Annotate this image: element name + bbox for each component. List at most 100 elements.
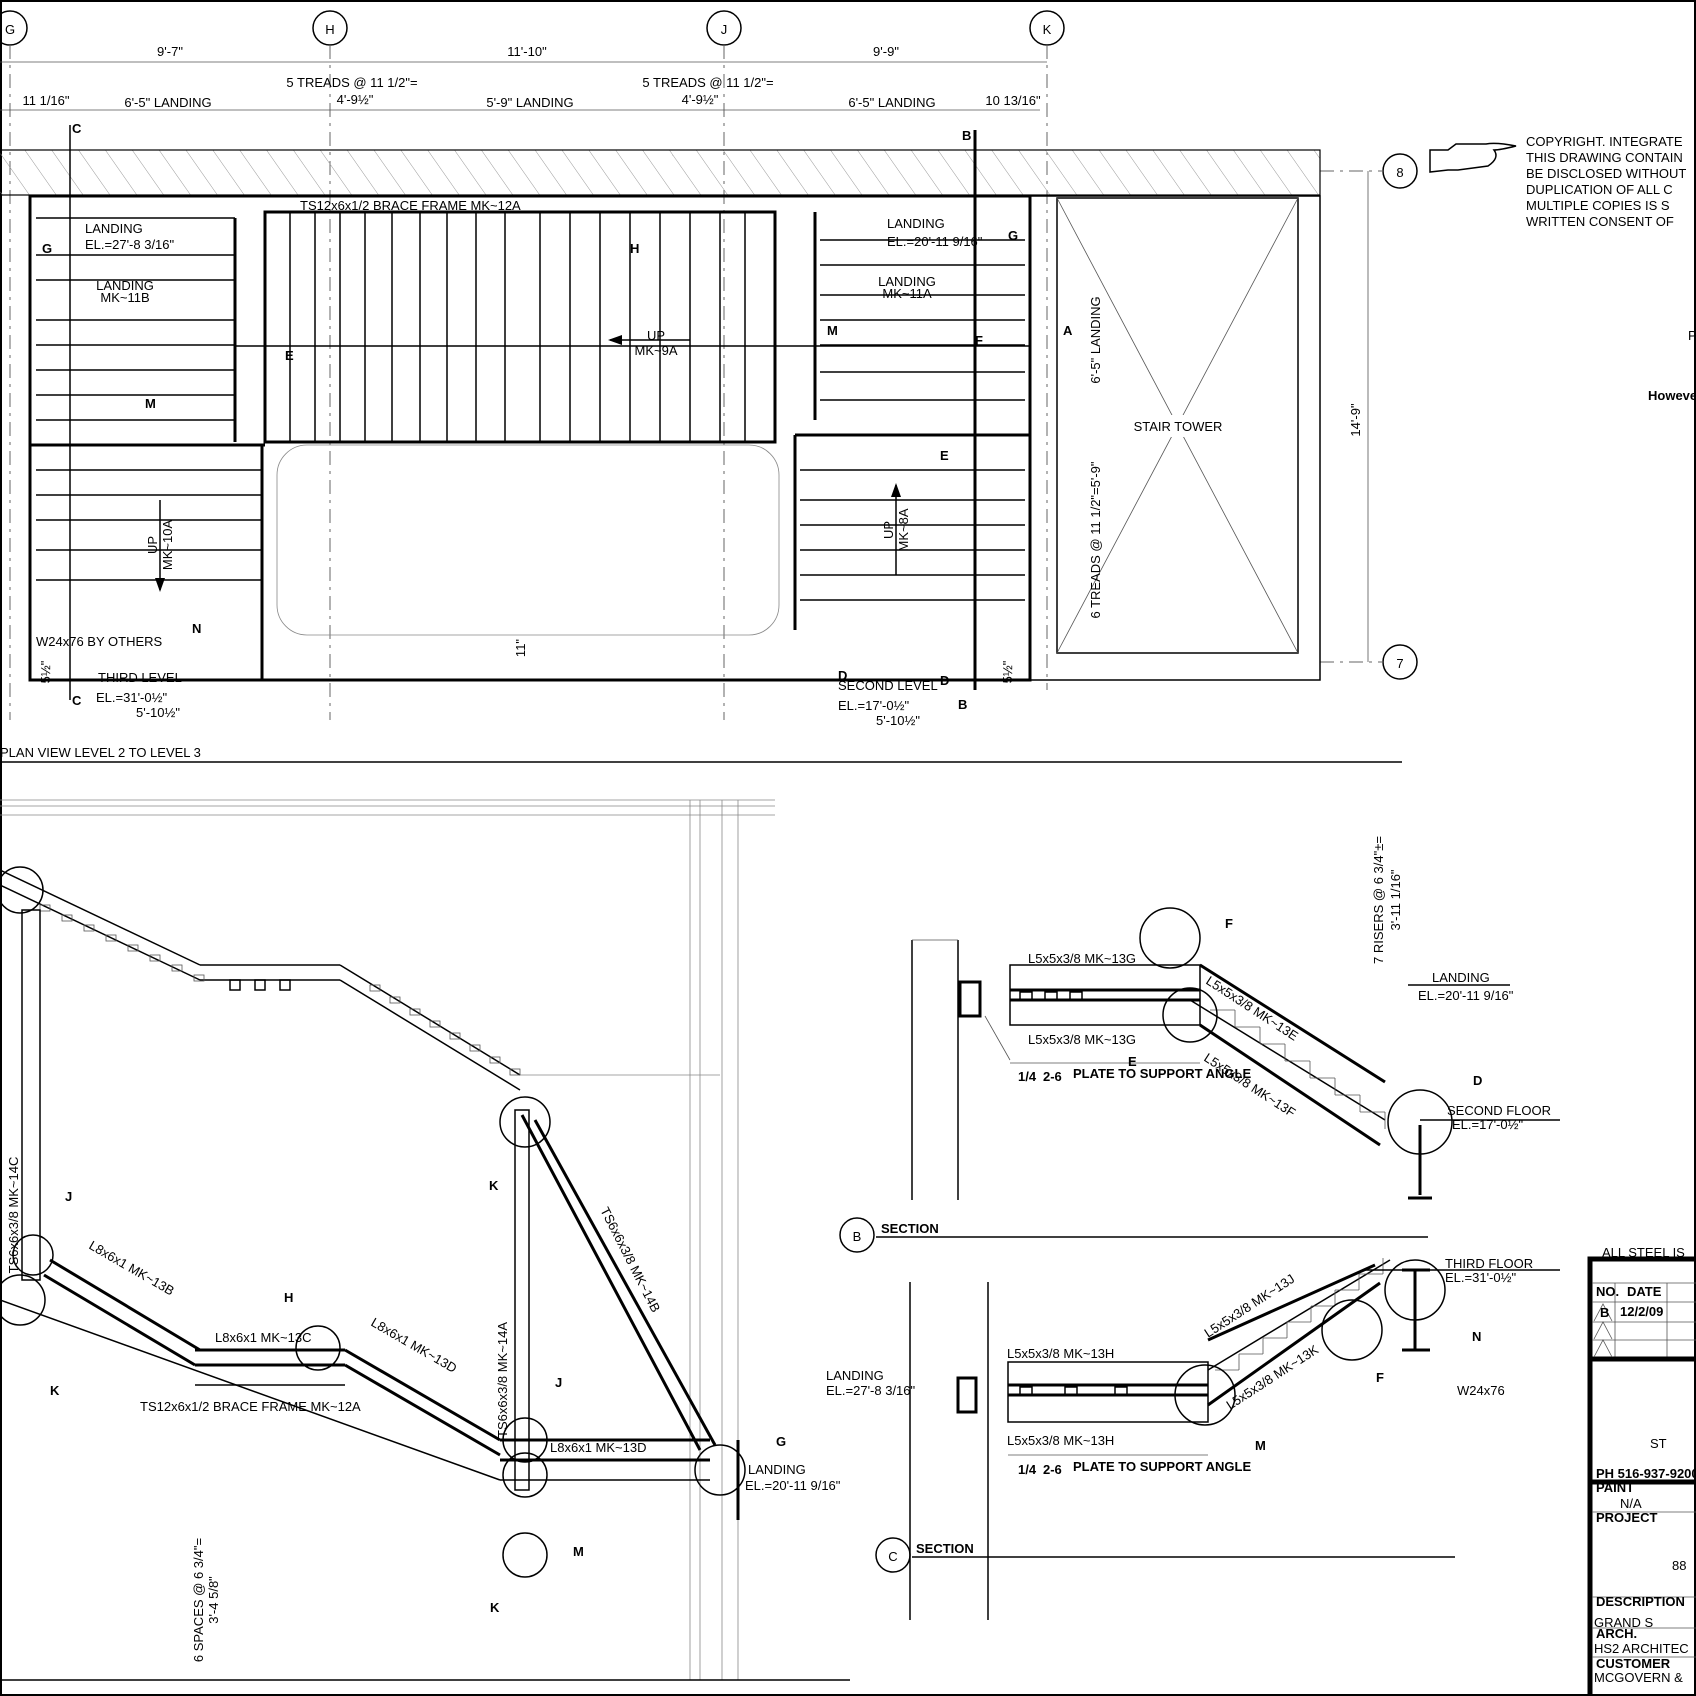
elevation-label: EL.=20'-11 9/16" [887,234,983,249]
svg-text:H: H [284,1290,293,1305]
detail-circle [1162,987,1218,1043]
end-plate [956,1376,978,1414]
detail-circle [1139,907,1201,969]
svg-text:MULTIPLE COPIES IS S: MULTIPLE COPIES IS S [1526,198,1670,213]
landing-label: LANDING [887,216,945,231]
elevation-label: EL.=27'-8 3/16" [85,237,175,252]
bolt-slot [1019,991,1033,1001]
stair-nosing [409,1008,421,1016]
svg-text:E: E [1128,1054,1137,1069]
svg-text:2-6: 2-6 [1043,1069,1062,1084]
dim-text: 5½" [1000,660,1015,683]
drawing-line [533,1119,717,1446]
stair-nosing [469,1044,481,1052]
stair-nosing [193,974,205,982]
dim-text: 6 SPACES @ 6 3/4"= [191,1538,206,1662]
end-plate [958,980,982,1018]
svg-text:K: K [50,1383,60,1398]
detail-circle [1387,1089,1453,1155]
pointing-hand-icon [1429,142,1517,173]
svg-text:G: G [5,22,15,37]
member-label: L5x5x3/8 MK~13H [1007,1346,1114,1361]
svg-text:P: P [1688,328,1696,343]
member-label: L8x6x1 MK~13D [369,1315,460,1376]
svg-text:K: K [489,1178,499,1193]
section-mark: D [940,673,949,688]
dim-text: 6'-5" LANDING [124,95,211,110]
svg-text:C: C [888,1549,897,1564]
stair-nosing [429,1020,441,1028]
svg-text:COPYRIGHT. INTEGRATE: COPYRIGHT. INTEGRATE [1526,134,1683,149]
level-label: THIRD LEVEL [98,670,182,685]
member-label: L5x5x3/8 MK~13G [1028,951,1136,966]
member-label: L8x6x1 MK~13C [215,1330,311,1345]
stair-mark: MK~8A [896,508,911,551]
up-label: UP [881,521,896,539]
section-mark: F [975,333,983,348]
column-14c [21,909,41,1281]
section-mark: C [72,121,82,136]
stair-nosing [171,964,183,972]
stair-nosing [127,944,139,952]
dim-text: 6'-5" LANDING [1088,296,1103,383]
svg-text:J: J [555,1375,562,1390]
section-c-bubble: C [875,1537,911,1573]
grid-bubble-k: K [1029,10,1065,46]
member-label: TS6x6x3/8 MK~14B [597,1205,663,1315]
brace-frame-label: TS12x6x1/2 BRACE FRAME MK~12A [300,198,521,213]
stair-nosing [449,1032,461,1040]
dim-text: 11 1/16" [22,93,69,108]
svg-text:F: F [1376,1370,1384,1385]
stair-nosing [369,984,381,992]
svg-text:PROJECT: PROJECT [1596,1510,1657,1525]
drawing-line [49,1258,201,1352]
svg-text:F: F [1225,916,1233,931]
stair-nosing [83,924,95,932]
elevation-label: EL.=27'-8 3/16" [826,1383,916,1398]
svg-text:PAINT: PAINT [1596,1480,1634,1495]
svg-text:DESCRIPTION: DESCRIPTION [1596,1594,1685,1609]
detail-circle [502,1452,548,1498]
elevation-label: EL.=20'-11 9/16" [745,1478,841,1493]
drawing-line [1199,1023,1381,1147]
section-mark: B [962,128,971,143]
column-14a [514,1109,530,1491]
stair-nosing [39,904,51,912]
member-label: L5x5x3/8 MK~13F [1201,1050,1298,1120]
stair-nosing [509,1068,521,1076]
stair-mark: MK~9A [635,343,678,358]
landing-label: LANDING [878,274,936,289]
landing-label: LANDING [96,278,154,293]
section-mark: E [940,448,949,463]
svg-text:NO.: NO. [1596,1284,1619,1299]
member-label: TS6x6x3/8 MK~14A [495,1322,510,1438]
section-mark: B [958,697,967,712]
stair-elevation: TS6x6x3/8 MK~14C L8x6x1 MK~13B L8x6x1 MK… [0,799,850,1681]
landing-label: LANDING [826,1368,884,1383]
drawing-line [1199,963,1386,1084]
section-mark: A [1063,323,1073,338]
member-label: L5x5x3/8 MK~13E [1203,973,1301,1044]
svg-text:K: K [1043,22,1052,37]
bolt-slot [1069,991,1083,1001]
drawing-line [0,1299,501,1481]
drawing-line [1207,1263,1376,1342]
drawing-line [984,1015,1011,1061]
stair-nosing [489,1056,501,1064]
landing-label: LANDING [748,1462,806,1477]
landing-label: LANDING [1432,970,1490,985]
svg-text:1/4: 1/4 [1018,1462,1037,1477]
bolt-slot [279,979,291,991]
stair-nosing [389,996,401,1004]
elevation-label: EL.=31'-0½" [1445,1270,1516,1285]
stair-tower [1056,197,1299,654]
member-label: L5x5x3/8 MK~13H [1007,1433,1114,1448]
dim-text: 4'-9½" [682,92,719,107]
bolt-slot [1064,1386,1078,1396]
dim-text: 6'-5" LANDING [848,95,935,110]
svg-text:B: B [853,1229,862,1244]
wall-hatch [0,149,1321,196]
svg-text:D: D [1473,1073,1482,1088]
elevation-label: EL.=17'-0½" [838,698,909,713]
dim-text: 5½" [38,660,53,683]
